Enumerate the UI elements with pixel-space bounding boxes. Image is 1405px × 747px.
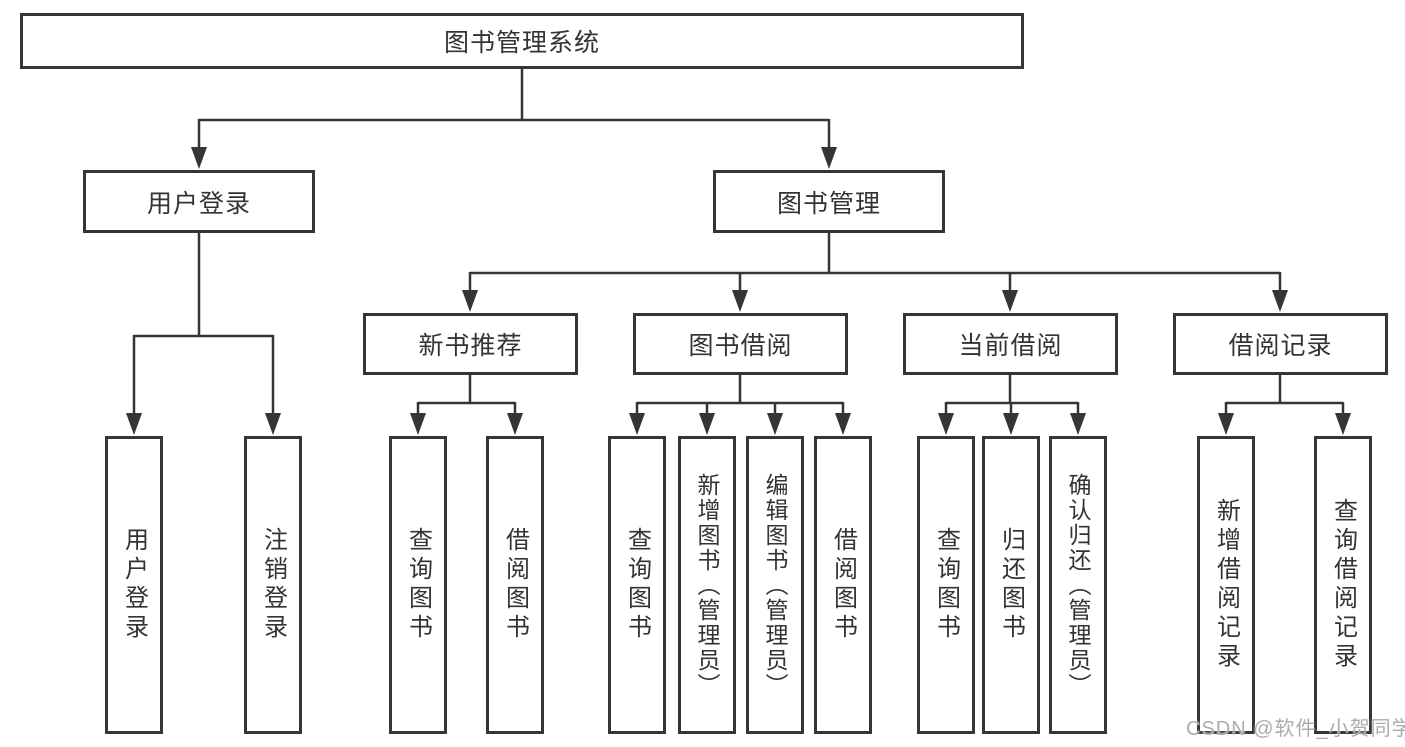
node-borrowing-records: 借阅记录 [1173,313,1388,375]
node-new-book-recommendation: 新书推荐 [363,313,578,375]
csdn-watermark: CSDN @软件_小贺同学 [1186,718,1405,740]
leaf-return-books: 归还图书 [982,436,1040,734]
leaf-query-borrow-record: 查询借阅记录 [1314,436,1372,734]
leaf-query-books: 查询图书 [389,436,447,734]
leaf-label: 归还图书 [997,527,1025,643]
leaf-label: 用户登录 [120,527,148,643]
leaf-confirm-return-admin: 确认归还（管理员） [1049,436,1107,734]
node-label: 用户登录 [146,189,251,218]
node-label: 新书推荐 [418,332,523,360]
node-book-management: 图书管理 [713,170,945,233]
leaf-label: 查询图书 [932,527,960,643]
leaf-add-books-admin: 新增图书（管理员） [678,436,736,734]
node-label: 图书借阅 [688,332,793,360]
leaf-label: 新增借阅记录 [1212,498,1240,672]
leaf-label: 查询图书 [623,527,651,643]
leaf-borrow-books: 借阅图书 [486,436,544,734]
leaf-label: 查询图书 [404,527,432,643]
leaf-edit-books-admin: 编辑图书（管理员） [746,436,804,734]
leaf-query-books: 查询图书 [917,436,975,734]
node-label: 图书管理系统 [443,29,600,57]
leaf-label: 查询借阅记录 [1329,498,1357,672]
node-label: 图书管理 [776,189,881,218]
node-book-borrowing: 图书借阅 [633,313,848,375]
node-library-management-system: 图书管理系统 [20,13,1024,69]
leaf-label: 确认归还（管理员） [1065,472,1091,698]
leaf-user-login: 用户登录 [105,436,163,734]
node-current-borrowing: 当前借阅 [903,313,1118,375]
leaf-label: 编辑图书（管理员） [762,472,788,698]
leaf-label: 借阅图书 [501,527,529,643]
leaf-label: 借阅图书 [829,527,857,643]
leaf-logout: 注销登录 [244,436,302,734]
node-user-login: 用户登录 [83,170,315,233]
node-label: 借阅记录 [1228,332,1333,360]
leaf-borrow-books: 借阅图书 [814,436,872,734]
leaf-query-books: 查询图书 [608,436,666,734]
leaf-label: 新增图书（管理员） [694,472,720,698]
leaf-label: 注销登录 [259,527,287,643]
leaf-add-borrow-record: 新增借阅记录 [1197,436,1255,734]
node-label: 当前借阅 [958,332,1063,360]
